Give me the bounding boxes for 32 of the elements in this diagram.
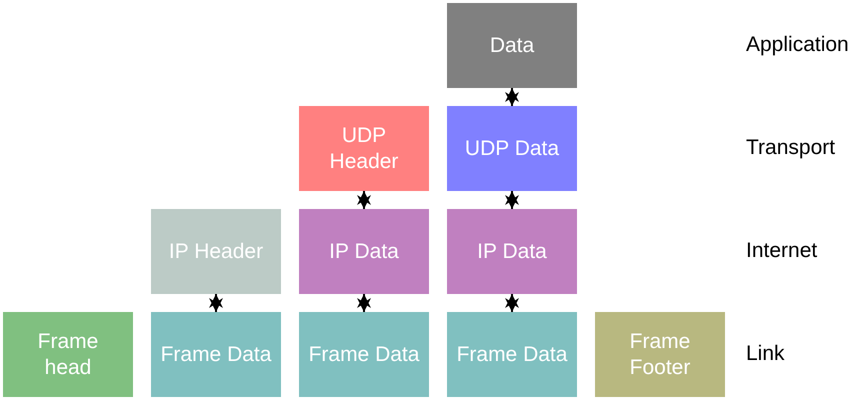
layer-box xyxy=(447,3,577,88)
layer-box xyxy=(447,106,577,191)
layer-name: Frame Footer xyxy=(628,328,692,380)
double-arrow xyxy=(505,294,519,312)
double-arrow xyxy=(357,191,371,209)
layer-name: Frame Data xyxy=(160,342,272,368)
layer-box xyxy=(299,106,429,191)
layer-name: Frame Data xyxy=(456,342,568,368)
layer-name: IP Data xyxy=(329,238,399,264)
layer-name: Data xyxy=(490,32,534,58)
layer-name: IP Header xyxy=(168,238,264,264)
layer-box xyxy=(447,312,577,397)
layer-label: Internet xyxy=(746,238,818,264)
layer-name: UDP Data xyxy=(464,136,560,162)
double-arrow xyxy=(505,191,519,209)
layer-box xyxy=(3,312,133,397)
layer-label: Transport xyxy=(746,135,836,161)
layer-box xyxy=(595,312,725,397)
layer-box xyxy=(447,209,577,294)
layer-label: Application xyxy=(746,32,849,58)
double-arrow xyxy=(357,294,371,312)
layer-label: Link xyxy=(746,341,785,367)
double-arrow xyxy=(209,294,223,312)
layer-box xyxy=(299,312,429,397)
layer-name: Frame head xyxy=(36,328,100,380)
layer-box xyxy=(299,209,429,294)
double-arrow xyxy=(505,88,519,106)
layer-box xyxy=(151,312,281,397)
layer-name: IP Data xyxy=(477,238,547,264)
layer-name: UDP Header xyxy=(328,122,400,174)
layer-name: Frame Data xyxy=(308,342,420,368)
layer-box xyxy=(151,209,281,294)
